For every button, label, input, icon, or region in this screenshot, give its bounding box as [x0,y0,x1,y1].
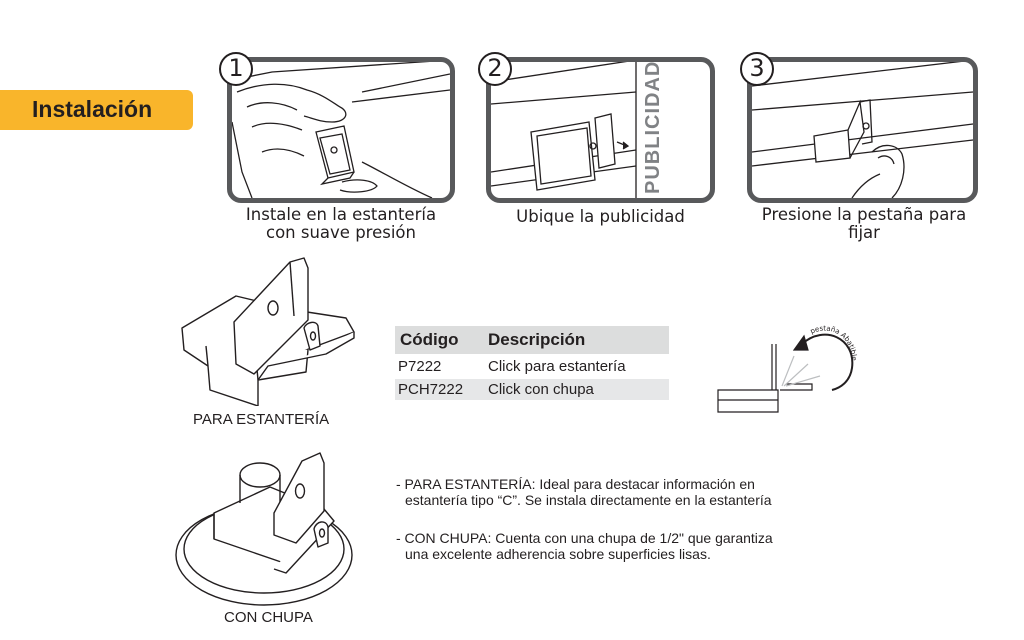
step-1-illustration [227,57,455,203]
svg-text:pestaña Abatible: pestaña Abatible [809,324,858,360]
step-3-caption-line2: fijar [848,223,880,242]
publicidad-card: PUBLICIDAD [634,62,674,198]
step-1-drawing [232,62,450,198]
note-shelf-line1: - PARA ESTANTERÍA: Ideal para destacar i… [396,476,755,492]
note-suction: - CON CHUPA: Cuenta con una chupa de 1/2… [396,530,866,562]
table-row: P7222 Click para estantería [395,356,669,377]
step-3-caption: Presione la pestaña para fijar [742,206,986,242]
row-code: PCH7222 [398,381,464,398]
step-3-illustration [747,57,978,203]
header-description: Descripción [488,330,586,349]
section-banner: Instalación [0,90,193,130]
step-2-caption-line1: Ubique la publicidad [516,207,685,226]
arc-label: pestaña Abatible [809,324,858,360]
note-shelf-line2: estantería tipo “C”. Se instala directam… [405,492,772,508]
note-suction-line2: una excelente adherencia sobre superfici… [405,546,711,562]
table-header: Código Descripción [395,326,669,354]
shelf-clip-illustration [181,257,355,406]
banner-title: Instalación [32,96,153,122]
step-2-drawing [491,62,637,198]
step-2-number: 2 [478,52,512,86]
row-description: Click con chupa [488,381,594,398]
step-1-number: 1 [219,52,253,86]
step-1-caption-line2: con suave presión [266,223,416,242]
step-2-illustration: PUBLICIDAD [486,57,715,203]
row-description: Click para estantería [488,358,626,375]
step-3-number: 3 [740,52,774,86]
folding-tab-diagram: pestaña Abatible [717,324,858,413]
step-2-caption: Ubique la publicidad [486,208,715,226]
step-1-caption-line1: Instale en la estantería [245,205,437,224]
note-shelf: - PARA ESTANTERÍA: Ideal para destacar i… [396,476,866,508]
row-code: P7222 [398,358,442,375]
step-3-caption-line1: Presione la pestaña para [761,205,967,224]
table-row: PCH7222 Click con chupa [395,379,669,400]
publicidad-label: PUBLICIDAD [642,60,664,194]
shelf-product-label: PARA ESTANTERÍA [193,411,330,428]
product-table: Código Descripción P7222 Click para esta… [395,326,669,400]
note-suction-line1: - CON CHUPA: Cuenta con una chupa de 1/2… [396,530,773,546]
header-code: Código [400,330,459,349]
step-1-caption: Instale en la estantería con suave presi… [227,206,455,242]
step-3-drawing [752,62,973,198]
suction-product-label: CON CHUPA [224,609,313,626]
suction-clip-illustration [175,452,353,606]
